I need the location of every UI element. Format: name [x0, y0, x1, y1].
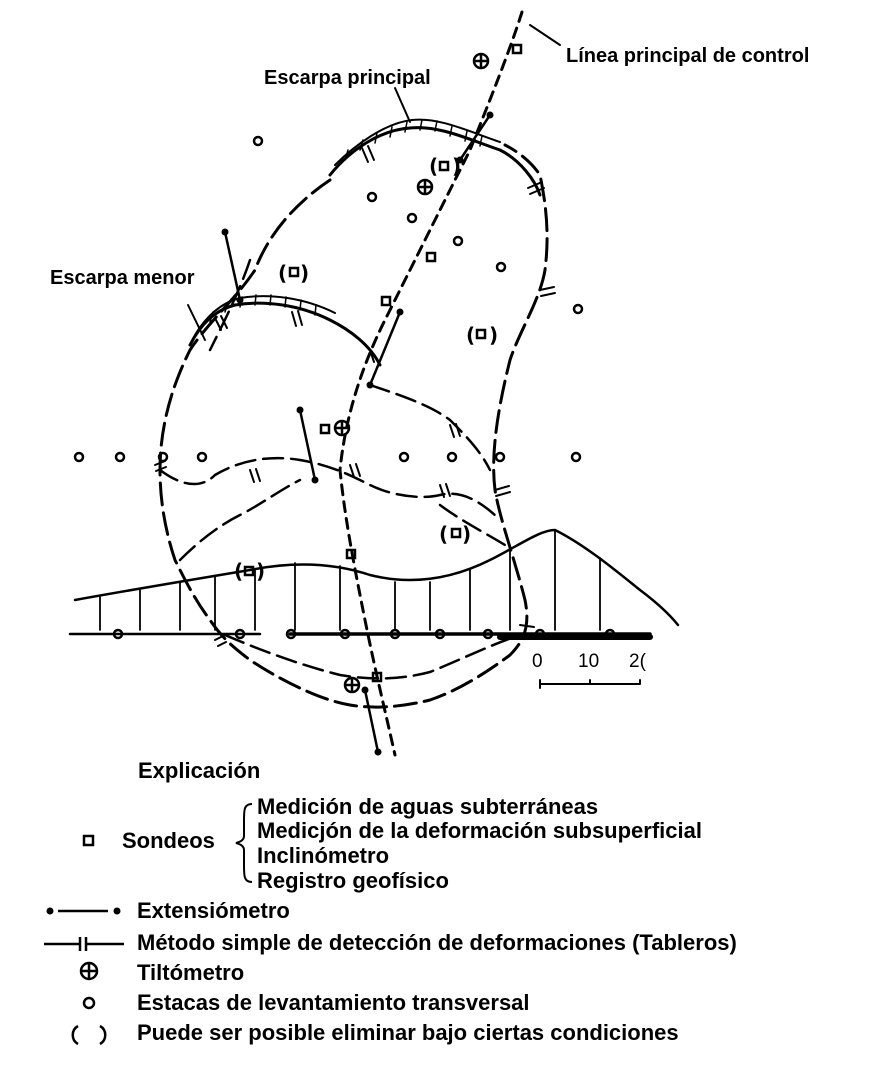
legend-sondeos-item-2: Medicjón de la deformación subsuperficia…: [257, 818, 702, 843]
svg-text:): ): [452, 154, 461, 178]
parentheses-icon: [71, 1024, 107, 1046]
legend-sondeos-label: Sondeos: [122, 828, 215, 853]
legend-extensometer: Extensiómetro: [137, 898, 290, 923]
legend-title: Explicación: [138, 758, 261, 783]
board-gauge-icon: [44, 937, 124, 951]
svg-text:): ): [462, 522, 471, 546]
svg-text:): ): [300, 261, 309, 285]
landslide-monitoring-map: () () () () (): [68, 10, 680, 757]
scale-tick-0: 0: [532, 651, 543, 672]
legend-survey-stakes: Estacas de levantamiento transversal: [137, 990, 530, 1015]
control-line-label: Línea principal de control: [566, 45, 810, 67]
legend-sondeos-item-1: Medición de aguas subterráneas: [257, 794, 599, 819]
scale-bar: [539, 679, 641, 689]
svg-text:(: (: [278, 261, 287, 285]
svg-text:(: (: [466, 323, 475, 347]
main-scarp-band: [328, 126, 542, 197]
scale-tick-20: 2(: [629, 651, 646, 672]
boreholes: [243, 43, 523, 683]
legend-sondeos-item-3: Inclinómetro: [257, 843, 390, 868]
extensometer-line-icon: [46, 907, 121, 915]
landslide-boundary: [158, 143, 549, 709]
tiltmeters: [333, 52, 490, 694]
svg-text:(: (: [439, 522, 448, 546]
svg-text:(: (: [234, 559, 243, 583]
scale-tick-10: 10: [578, 651, 600, 672]
main-scarp-label: Escarpa principal: [264, 67, 431, 89]
terrain-profile: [73, 528, 680, 627]
circle-icon: [82, 996, 96, 1010]
legend-sondeos-item-4: Registro geofísico: [257, 868, 449, 893]
square-borehole-icon: [82, 834, 95, 847]
curly-brace-icon: [235, 803, 253, 883]
svg-text:(: (: [429, 154, 438, 178]
legend-simple-method: Método simple de detección de deformacio…: [137, 930, 737, 955]
svg-text:): ): [489, 323, 498, 347]
legend-tiltmeter: Tiltómetro: [137, 960, 245, 985]
minor-scarp-band: [188, 301, 382, 367]
survey-stakes: [73, 135, 616, 640]
legend-optional: Puede ser posible eliminar bajo ciertas …: [137, 1020, 679, 1045]
svg-text:): ): [256, 559, 265, 583]
circle-plus-icon: [79, 961, 99, 981]
minor-scarp-label: Escarpa menor: [50, 267, 195, 289]
